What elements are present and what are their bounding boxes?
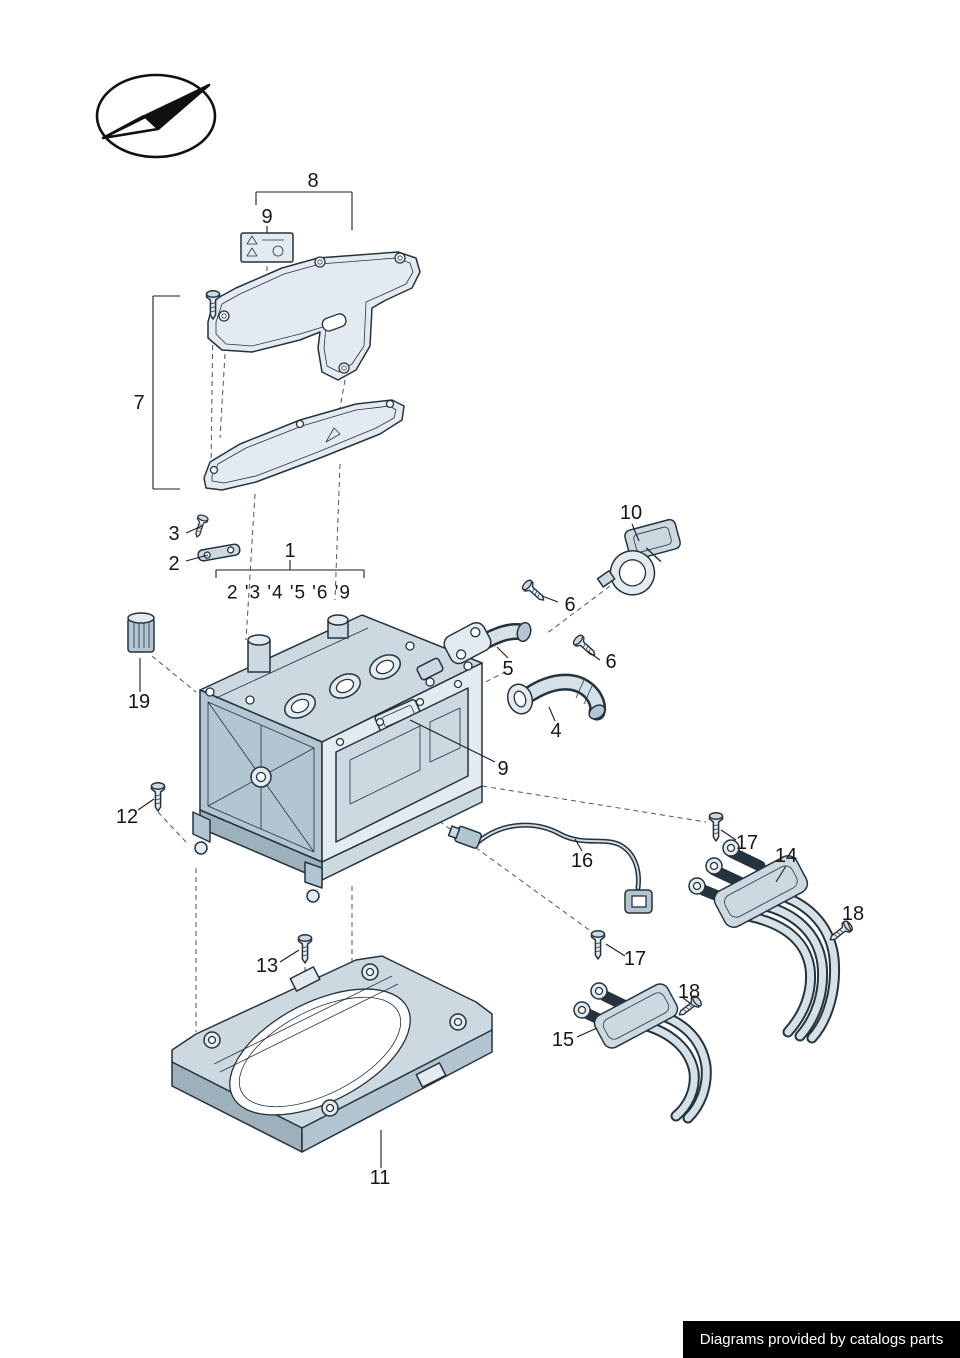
callout-3: 3 bbox=[168, 523, 180, 545]
callout-17-upper: 17 bbox=[735, 832, 759, 854]
callout-6-lower: 6 bbox=[605, 651, 617, 673]
callout-1-group: 2 '3 '4 '5 '6 '9 bbox=[227, 582, 351, 604]
callout-11: 11 bbox=[369, 1167, 391, 1189]
callout-18-lower: 18 bbox=[677, 981, 701, 1003]
callout-18-upper: 18 bbox=[841, 903, 865, 925]
callout-8: 8 bbox=[307, 170, 319, 192]
attribution-text: Diagrams provided by catalogs parts bbox=[699, 1331, 944, 1348]
callout-9-top: 9 bbox=[261, 206, 273, 228]
attribution-bar: Diagrams provided by catalogs parts bbox=[683, 1321, 960, 1358]
part-9-warning-label bbox=[240, 232, 294, 263]
callout-16: 16 bbox=[570, 850, 594, 872]
part-11-tray bbox=[171, 955, 493, 1153]
part-10-clamp bbox=[596, 518, 681, 596]
part-19-cap bbox=[127, 612, 155, 653]
callout-4: 4 bbox=[550, 720, 562, 742]
callout-10: 10 bbox=[619, 502, 643, 524]
part-8-cover-plate bbox=[207, 251, 421, 381]
part-17-screw-upper bbox=[708, 812, 724, 842]
part-15-hv-cables bbox=[573, 982, 712, 1124]
callout-2: 2 bbox=[168, 553, 180, 575]
callout-7: 7 bbox=[133, 392, 145, 414]
callout-1: 1 bbox=[284, 540, 296, 562]
callout-6-upper: 6 bbox=[564, 594, 576, 616]
part-17-screw-lower bbox=[590, 930, 606, 960]
part-7-gasket bbox=[203, 399, 405, 491]
part-6-screw-lower bbox=[571, 633, 600, 661]
callout-9-housing: 9 bbox=[497, 758, 509, 780]
callout-19: 19 bbox=[127, 691, 151, 713]
callout-12: 12 bbox=[115, 806, 139, 828]
callout-14: 14 bbox=[774, 845, 798, 867]
part-1-housing bbox=[192, 614, 483, 903]
callout-5: 5 bbox=[502, 658, 514, 680]
part-6-screw-upper bbox=[520, 578, 549, 606]
callout-15: 15 bbox=[551, 1029, 575, 1051]
part-13-screw bbox=[297, 934, 313, 964]
callout-13: 13 bbox=[255, 955, 279, 977]
callout-17-lower: 17 bbox=[623, 948, 647, 970]
part-16-cable bbox=[447, 822, 653, 914]
part-2-bracket bbox=[197, 543, 241, 562]
part-4-elbow bbox=[506, 673, 607, 721]
callout-leader-lines bbox=[137, 191, 852, 1168]
part-14-hv-cables bbox=[688, 839, 841, 1044]
part-12-screw bbox=[150, 782, 166, 812]
part-5-elbow bbox=[443, 621, 532, 665]
catalogs-parts-logo bbox=[95, 73, 217, 159]
